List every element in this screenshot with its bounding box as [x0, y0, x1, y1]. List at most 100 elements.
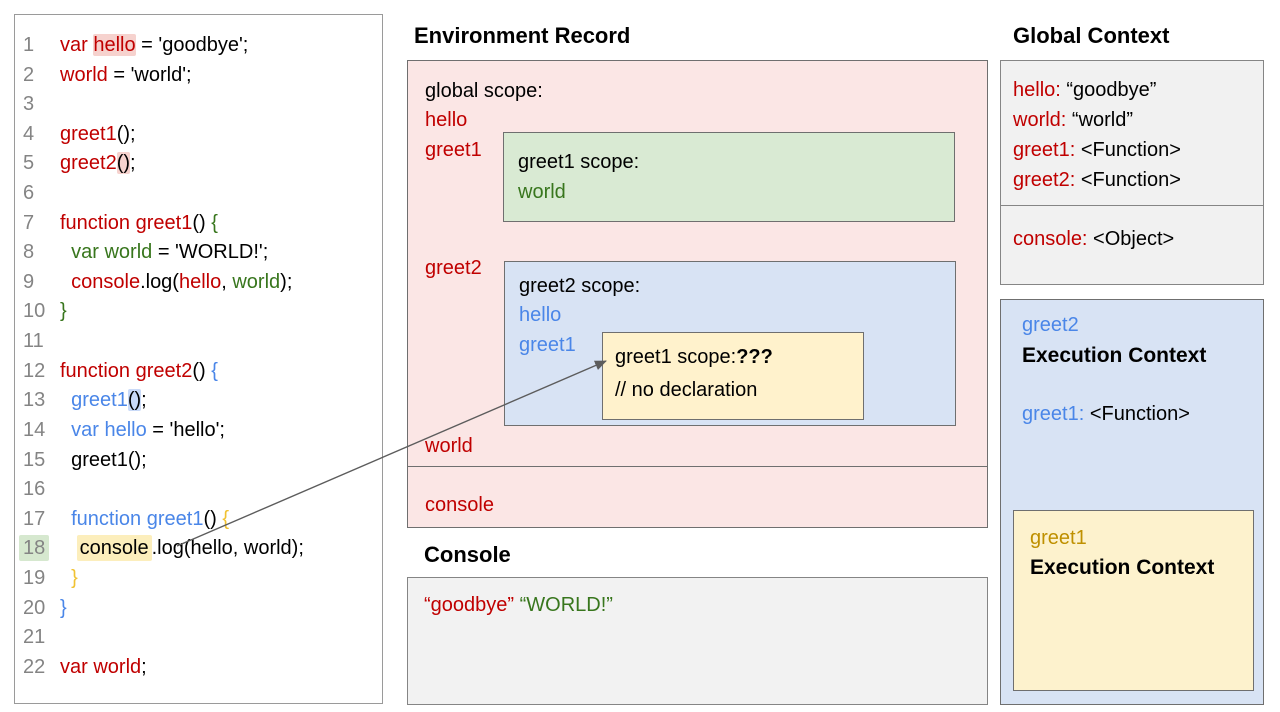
text-token: console:: [1013, 227, 1088, 250]
text-token: [60, 389, 71, 411]
text-token: {: [211, 211, 218, 234]
line-number-text: 21: [23, 626, 46, 649]
code-line: 19 }: [15, 564, 382, 594]
code-text: function greet2() {: [60, 357, 218, 387]
line-number-text: 2: [23, 63, 35, 86]
text-token: = 'WORLD!';: [152, 241, 269, 264]
code-line: 2 world = 'world';: [15, 61, 382, 91]
text-token: [60, 271, 71, 293]
text-token: );: [280, 270, 293, 293]
line-number: 22: [15, 653, 60, 683]
code-text: }: [60, 564, 78, 594]
text-token: hello: [519, 304, 562, 326]
er-var-console: console: [425, 493, 494, 518]
greet2-scope-var-greet1: greet1: [519, 333, 576, 358]
line-number: 13: [15, 386, 60, 416]
er-var-greet2: greet2: [425, 256, 482, 281]
text-token: hello:: [1013, 79, 1061, 101]
line-number: 17: [15, 505, 60, 535]
environment-record-box: global scope: hello greet1 greet2 world …: [407, 60, 988, 467]
line-number-text: 17: [23, 507, 46, 530]
greet1-ec-name: greet1: [1030, 526, 1087, 551]
text-token: greet1: [60, 122, 117, 145]
text-token: greet2:: [1013, 169, 1076, 191]
gc-row-hello: hello: “goodbye”: [1013, 76, 1156, 106]
line-number-text: 11: [23, 330, 44, 353]
greet1-scope-box: greet1 scope: world: [503, 132, 955, 222]
line-number: 6: [15, 179, 60, 209]
text-token: (): [192, 211, 212, 234]
code-line: 9 console.log(hello, world);: [15, 268, 382, 298]
greet1-scope-var-world: world: [518, 180, 566, 205]
code-line: 16: [15, 475, 382, 505]
greet1-execution-context-box: greet1 Execution Context: [1013, 510, 1254, 691]
line-number-text: 13: [23, 389, 46, 412]
line-number: 15: [15, 446, 60, 476]
greet2-ec-name: greet2: [1022, 313, 1079, 338]
code-line: 8 var world = 'WORLD!';: [15, 238, 382, 268]
text-token: function greet2: [60, 359, 193, 382]
code-text: }: [60, 594, 67, 624]
text-token: ,: [221, 270, 233, 293]
text-token: <Function>: [1075, 139, 1181, 161]
code-text: function greet1() {: [60, 209, 218, 239]
code-text: }: [60, 297, 67, 327]
greet2-scope-title: greet2 scope:: [519, 274, 640, 299]
line-number-text: 19: [23, 566, 46, 589]
text-token: var: [60, 34, 94, 56]
line-number: 19: [15, 564, 60, 594]
line-number: 12: [15, 357, 60, 387]
line-number-text: 4: [23, 122, 35, 145]
gc-row-greet2: greet2: <Function>: [1013, 166, 1181, 196]
global-context-heading: Global Context: [1013, 23, 1170, 48]
code-text: var hello = 'hello';: [60, 416, 225, 446]
line-number: 16: [15, 475, 60, 505]
text-token: hello: [425, 109, 468, 131]
text-token: “goodbye”: [1060, 79, 1157, 101]
code-line: 14 var hello = 'hello';: [15, 416, 382, 446]
code-line: 17 function greet1() {: [15, 505, 382, 535]
line-number: 20: [15, 594, 60, 624]
text-token: = 'world';: [107, 63, 192, 86]
text-token: greet2: [60, 152, 117, 175]
console-output: “goodbye” “WORLD!”: [424, 593, 613, 618]
text-token: “goodbye”: [424, 594, 515, 616]
er-var-world: world: [425, 434, 473, 459]
code-line: 11: [15, 327, 382, 357]
code-line: 15 greet1();: [15, 446, 382, 476]
text-token: (): [203, 507, 223, 530]
text-token: greet2 scope:: [519, 275, 641, 297]
text-token: .log(: [140, 270, 179, 293]
line-number-text: 18: [19, 535, 50, 562]
text-token: (): [116, 152, 131, 175]
code-text: world = 'world';: [60, 61, 192, 91]
text-token: var world: [60, 655, 142, 678]
gc-row-console: console: <Object>: [1013, 227, 1174, 252]
environment-record-heading: Environment Record: [414, 23, 631, 48]
code-text: var hello = 'goodbye';: [60, 31, 248, 61]
text-token: {: [211, 359, 218, 382]
greet2-ec-title: Execution Context: [1022, 344, 1207, 367]
line-number: 3: [15, 90, 60, 120]
text-token: greet1:: [1013, 139, 1076, 161]
text-token: console: [71, 270, 141, 293]
greet2-scope-box: greet2 scope: hello greet1 greet1 scope:…: [504, 261, 956, 426]
line-number: 8: [15, 238, 60, 268]
text-token: world: [518, 181, 566, 203]
line-number: 11: [15, 327, 60, 357]
text-token: greet1: [425, 139, 482, 161]
gc-row-greet1: greet1: <Function>: [1013, 136, 1181, 166]
line-number: 14: [15, 416, 60, 446]
code-text: greet1();: [60, 386, 147, 416]
line-number-text: 8: [23, 241, 35, 264]
line-number: 5: [15, 149, 60, 179]
text-token: greet1 scope:: [518, 151, 640, 173]
text-token: <Function>: [1084, 403, 1190, 425]
